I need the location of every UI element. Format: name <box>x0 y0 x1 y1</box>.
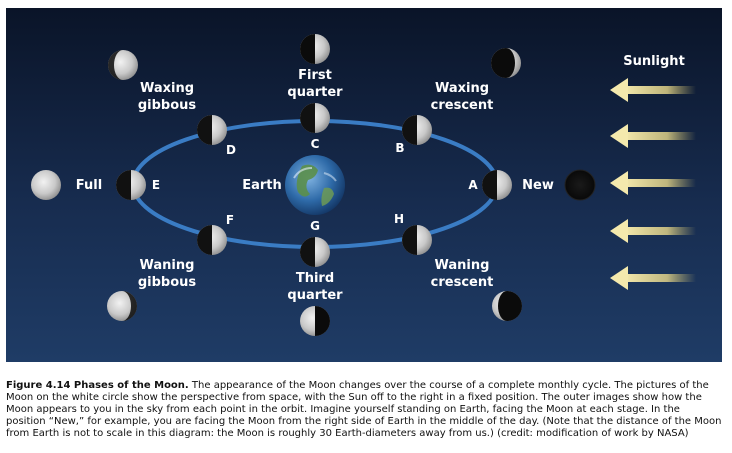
sunlight-arrow <box>610 266 696 290</box>
earth-globe <box>285 155 345 215</box>
earth-label: Earth <box>242 178 282 193</box>
sunlight-arrow <box>610 124 696 148</box>
figure-caption: Figure 4.14 Phases of the Moon. The appe… <box>6 380 722 440</box>
orbit-letter-h: H <box>394 212 404 226</box>
outer-moon-waning-crescent <box>492 291 522 321</box>
orbit-moon-b <box>402 115 432 145</box>
orbit-moon-e <box>116 170 146 200</box>
sunlight-arrow <box>610 219 696 243</box>
orbit-moon-f <box>197 225 227 255</box>
outer-moon-waxing-gibbous <box>108 50 138 80</box>
sunlight-arrow <box>610 171 696 195</box>
orbit-letter-c: C <box>311 137 320 151</box>
caption-title: Figure 4.14 Phases of the Moon. <box>6 380 189 391</box>
sunlight-arrows <box>610 78 696 290</box>
outer-moon-third-quarter <box>300 306 330 336</box>
phase-label-full: Full <box>76 178 102 193</box>
phase-label-new: New <box>522 178 554 193</box>
orbit-letter-d: D <box>226 143 236 157</box>
orbit-letter-f: F <box>226 213 234 227</box>
phase-label-waxing-gibbous-line1: Waxing <box>140 81 194 96</box>
phase-label-first-quarter-line1: First <box>298 68 332 83</box>
phase-label-first-quarter-line2: quarter <box>287 85 343 100</box>
phase-label-waxing-crescent-line2: crescent <box>431 98 494 113</box>
orbit-letter-b: B <box>395 141 404 155</box>
orbit-letter-e: E <box>152 178 160 192</box>
diagram-canvas: Sunlight Earth A <box>6 8 722 362</box>
orbit-moon-c <box>300 103 330 133</box>
sunlight-label: Sunlight <box>623 54 685 69</box>
phase-label-waxing-gibbous-line2: gibbous <box>138 98 197 113</box>
phase-label-waxing-crescent-line1: Waxing <box>435 81 489 96</box>
orbit-moon-h <box>402 225 432 255</box>
orbit-letter-a: A <box>468 178 478 192</box>
orbit-moon-d <box>197 115 227 145</box>
caption-text: The appearance of the Moon changes over … <box>6 380 722 439</box>
sunlight-arrow <box>610 78 696 102</box>
outer-moon-new <box>564 169 596 201</box>
outer-moon-full <box>31 170 61 200</box>
outer-moon-first-quarter <box>300 34 330 64</box>
phase-label-waning-gibbous-line2: gibbous <box>138 275 197 290</box>
phase-label-waning-crescent-line1: Waning <box>435 258 490 273</box>
moon-phases-diagram: Sunlight Earth A <box>6 8 722 362</box>
outer-moon-waxing-crescent <box>491 48 521 78</box>
phase-label-waning-crescent-line2: crescent <box>431 275 494 290</box>
outer-moon-waning-gibbous <box>107 291 137 321</box>
phase-label-third-quarter-line1: Third <box>296 271 334 286</box>
orbit-letter-g: G <box>310 219 320 233</box>
phase-label-waning-gibbous-line1: Waning <box>140 258 195 273</box>
phase-label-third-quarter-line2: quarter <box>287 288 343 303</box>
orbit-moon-a <box>482 170 512 200</box>
orbit-moon-g <box>300 237 330 267</box>
